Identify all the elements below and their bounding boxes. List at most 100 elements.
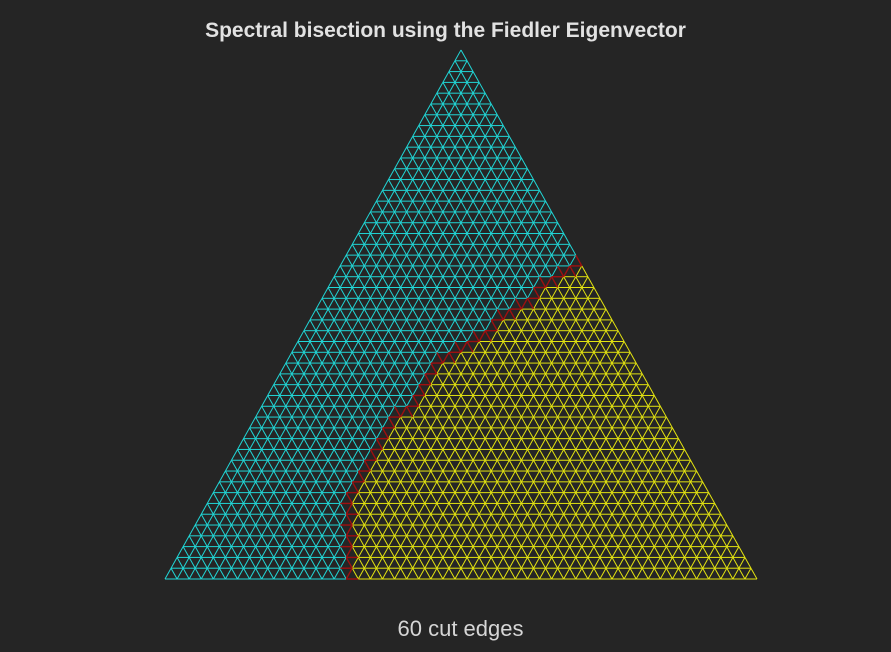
mesh-edge-b <box>684 546 691 558</box>
mesh-edge-b <box>478 524 486 537</box>
mesh-edge-a <box>243 513 251 526</box>
mesh-edge-a <box>388 341 395 353</box>
mesh-edge-b <box>539 449 547 461</box>
mesh-edge-b <box>557 373 565 385</box>
mesh-edge-a <box>478 308 486 321</box>
mesh-edge-b <box>539 481 547 493</box>
mesh-edge-b <box>575 384 583 396</box>
mesh-edge-a <box>430 298 438 310</box>
mesh-edge-a <box>382 287 389 299</box>
mesh-edge-a <box>339 298 347 310</box>
mesh-edge-a <box>309 406 317 418</box>
mesh-edge-a <box>206 567 214 580</box>
mesh-edge-b <box>418 427 426 439</box>
mesh-edge-a <box>394 190 402 202</box>
mesh-edge-b <box>623 352 631 364</box>
mesh-edge-b <box>569 567 577 580</box>
mesh-edge-a <box>508 136 516 148</box>
mesh-edge-b <box>720 546 728 558</box>
mesh-edge-a <box>394 330 402 342</box>
mesh-edge-b <box>490 449 498 461</box>
mesh-edge-b <box>575 406 583 418</box>
mesh-edge-b <box>647 546 655 558</box>
mesh-edge-b <box>714 524 722 537</box>
mesh-edge-b <box>539 459 547 472</box>
mesh-edge-a <box>327 438 335 450</box>
mesh-edge-a <box>436 265 444 277</box>
mesh-edge-a <box>478 222 486 234</box>
mesh-edge-b <box>678 524 685 537</box>
mesh-edge-b <box>647 557 655 569</box>
mesh-edge-b <box>400 416 408 429</box>
mesh-edge-b <box>448 524 456 537</box>
mesh-edge-b <box>442 524 450 537</box>
mesh-edge-a <box>418 179 426 191</box>
mesh-edge-a <box>315 557 323 569</box>
mesh-edge-b <box>442 459 450 472</box>
mesh-edge-b <box>448 470 456 483</box>
mesh-edge-b <box>551 427 559 439</box>
mesh-edge-a <box>255 406 263 418</box>
mesh-edge-b <box>472 557 480 569</box>
mesh-edge-b <box>442 546 450 558</box>
mesh-edge-a <box>363 254 371 267</box>
mesh-edge-a <box>382 211 389 223</box>
cut-edge <box>550 276 559 288</box>
mesh-edge-a <box>412 287 420 299</box>
mesh-edge-a <box>339 319 347 331</box>
mesh-edge-a <box>424 319 432 331</box>
mesh-edge-a <box>388 308 395 321</box>
mesh-edge-a <box>406 190 414 202</box>
mesh-edge-b <box>617 373 625 385</box>
mesh-edge-b <box>605 308 613 321</box>
mesh-edge-b <box>539 352 547 364</box>
mesh-edge-b <box>647 524 655 537</box>
mesh-edge-a <box>309 459 317 472</box>
mesh-edge-a <box>273 470 281 483</box>
mesh-edge-a <box>442 157 450 170</box>
mesh-edge-b <box>696 567 704 580</box>
mesh-edge-b <box>617 470 625 483</box>
mesh-edge-b <box>641 373 649 385</box>
mesh-edge-a <box>394 211 402 223</box>
mesh-edge-b <box>635 524 643 537</box>
mesh-edge-b <box>448 567 456 580</box>
mesh-edge-b <box>472 470 480 483</box>
mesh-edge-b <box>702 535 710 547</box>
mesh-edge-a <box>460 211 468 223</box>
mesh-edge-b <box>659 416 667 429</box>
mesh-edge-a <box>297 341 305 353</box>
mesh-edge-a <box>454 179 462 191</box>
mesh-edge-b <box>424 513 432 526</box>
mesh-edge-a <box>478 125 486 137</box>
mesh-edge-a <box>406 298 414 310</box>
mesh-edge-a <box>466 287 474 299</box>
mesh-edge-a <box>327 567 335 580</box>
mesh-edge-a <box>357 373 365 385</box>
mesh-edge-a <box>442 146 450 159</box>
mesh-edge-b <box>611 546 619 558</box>
mesh-edge-a <box>333 298 341 310</box>
mesh-edge-a <box>357 459 365 472</box>
mesh-edge-b <box>472 352 480 364</box>
mesh-edge-a <box>514 254 522 267</box>
mesh-edge-a <box>484 233 492 245</box>
mesh-edge-b <box>430 384 438 396</box>
mesh-edge-a <box>496 254 504 267</box>
mesh-edge-b <box>545 319 553 331</box>
mesh-edge-b <box>635 406 643 418</box>
mesh-edge-a <box>285 546 293 558</box>
cut-edge <box>345 546 353 558</box>
mesh-edge-b <box>520 513 528 526</box>
mesh-edge-a <box>357 416 365 429</box>
mesh-edge-b <box>490 330 498 342</box>
mesh-edge-b <box>678 513 685 526</box>
mesh-edge-a <box>382 233 389 245</box>
mesh-edge-b <box>442 373 450 385</box>
mesh-edge-a <box>514 287 522 299</box>
mesh-edge-b <box>653 557 661 569</box>
mesh-edge-b <box>635 395 643 407</box>
mesh-edge-a <box>297 384 305 396</box>
mesh-edge-a <box>363 308 371 321</box>
mesh-edge-a <box>400 276 408 288</box>
